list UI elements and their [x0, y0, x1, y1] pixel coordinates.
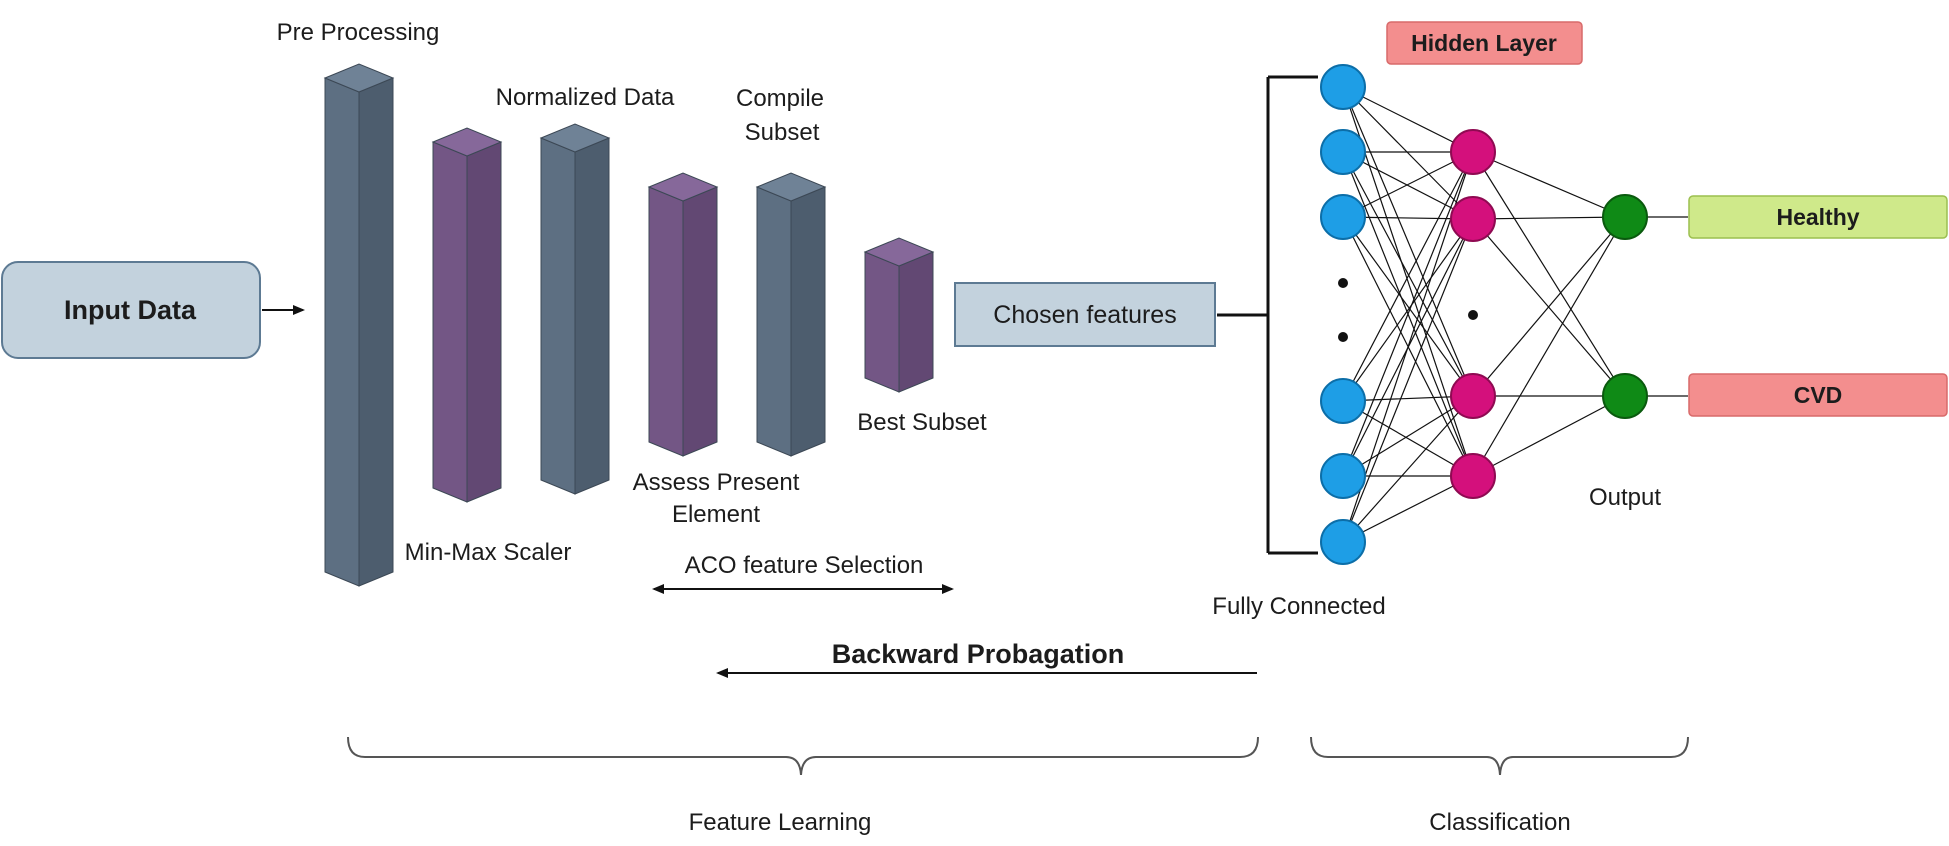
hidden-neuron — [1450, 373, 1496, 419]
output-label: Output — [1589, 484, 1661, 511]
input-ellipsis-dot — [1338, 332, 1348, 342]
compile-label-line2: Subset — [745, 119, 820, 146]
assess-label-line1: Assess Present — [633, 469, 800, 496]
cvd-label: CVD — [1794, 382, 1843, 408]
classification-brace — [1310, 736, 1689, 776]
normalized-data-block — [539, 123, 611, 495]
fully-connected-label: Fully Connected — [1212, 593, 1385, 620]
normalized-data-label: Normalized Data — [496, 84, 675, 111]
input-neuron — [1320, 378, 1366, 424]
input-neuron — [1320, 194, 1366, 240]
network-edge — [1342, 395, 1474, 543]
network-edge — [1342, 395, 1474, 477]
network-edge — [1342, 216, 1474, 397]
network-edge — [1472, 216, 1626, 397]
network-edge — [1342, 151, 1474, 402]
network-edge — [1342, 475, 1474, 543]
aco-selection-label: ACO feature Selection — [685, 552, 924, 579]
compile-subset-block — [755, 172, 827, 457]
network-edge — [1472, 395, 1626, 477]
cvd-output-box: CVD — [1688, 373, 1948, 417]
network-edge — [1472, 151, 1626, 218]
input-neuron — [1320, 453, 1366, 499]
input-ellipsis-dot — [1338, 278, 1348, 288]
network-edge — [1342, 218, 1474, 543]
network-edge — [1472, 151, 1626, 397]
hidden-neuron — [1450, 129, 1496, 175]
input-data-box: Input Data — [1, 261, 261, 359]
network-edge — [1342, 86, 1474, 220]
hidden-ellipsis-dot — [1468, 310, 1478, 320]
output-neuron — [1602, 194, 1648, 240]
network-edge — [1472, 216, 1626, 477]
backward-propagation-label: Backward Probagation — [832, 639, 1125, 669]
hidden-layer-label: Hidden Layer — [1411, 30, 1557, 56]
min-max-scaler-block — [431, 127, 503, 503]
fully-connected-bracket — [1217, 75, 1318, 555]
network-edge — [1342, 218, 1474, 402]
network-edge — [1342, 86, 1474, 153]
pre-processing-block — [323, 63, 395, 587]
input-neuron — [1320, 519, 1366, 565]
classification-label: Classification — [1429, 809, 1570, 836]
network-edge — [1472, 218, 1626, 397]
hidden-neuron — [1450, 453, 1496, 499]
chosen-features-label: Chosen features — [993, 301, 1176, 329]
assess-label-line2: Element — [672, 501, 760, 528]
network-edge — [1342, 151, 1474, 397]
chosen-features-box: Chosen features — [954, 282, 1216, 347]
best-subset-block — [863, 237, 935, 393]
hidden-layer-badge: Hidden Layer — [1386, 21, 1583, 65]
input-neuron — [1320, 64, 1366, 110]
feature-learning-brace — [347, 736, 1259, 776]
best-subset-label: Best Subset — [857, 409, 987, 436]
pre-processing-label: Pre Processing — [277, 19, 440, 46]
block-stack — [323, 63, 935, 587]
output-neuron — [1602, 373, 1648, 419]
network-edge — [1342, 151, 1474, 477]
input-neuron — [1320, 129, 1366, 175]
network-connections — [1342, 86, 1688, 543]
network-edge — [1342, 151, 1474, 218]
network-edge — [1472, 216, 1626, 220]
healthy-output-box: Healthy — [1688, 195, 1948, 239]
compile-label-line1: Compile — [736, 85, 824, 112]
min-max-scaler-label: Min-Max Scaler — [405, 539, 572, 566]
network-edge — [1342, 86, 1474, 397]
input-data-label: Input Data — [64, 295, 197, 325]
network-edge — [1342, 400, 1474, 477]
feature-learning-label: Feature Learning — [689, 809, 872, 836]
assess-element-block — [647, 172, 719, 457]
network-neurons — [1320, 64, 1648, 565]
healthy-label: Healthy — [1776, 204, 1859, 230]
hidden-neuron — [1450, 196, 1496, 242]
network-edge — [1342, 151, 1474, 220]
